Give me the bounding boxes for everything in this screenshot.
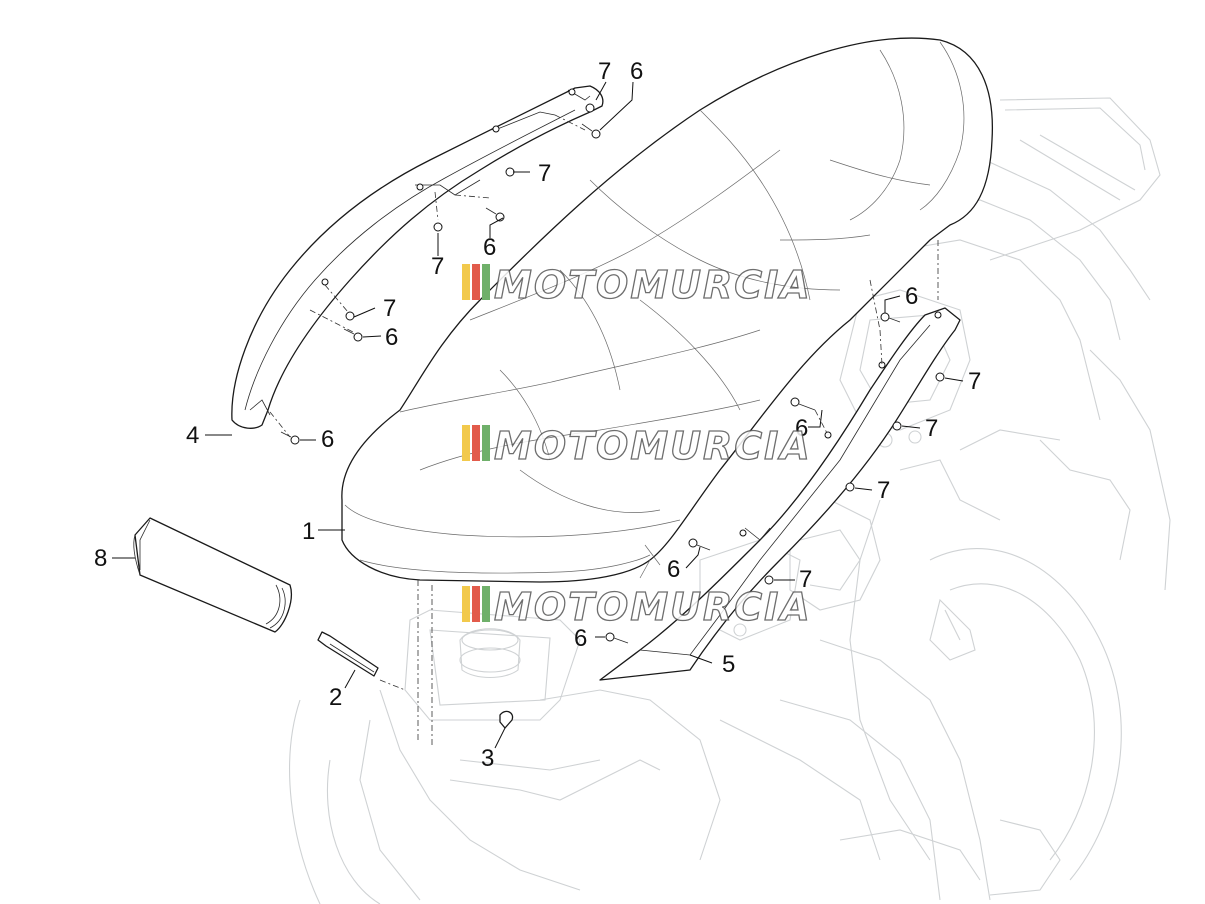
screw-6-icon xyxy=(688,538,711,551)
screw-set xyxy=(280,103,945,644)
callout-6: 6 xyxy=(667,556,680,583)
watermark-text: MOTOMURCIA xyxy=(494,424,812,468)
nut-7-icon xyxy=(845,482,855,492)
watermark-middle: MOTOMURCIA xyxy=(462,423,812,469)
callout-4: 4 xyxy=(186,422,199,449)
watermark-top: MOTOMURCIA xyxy=(462,262,812,308)
nut-7-icon xyxy=(585,103,595,113)
screw-6-icon xyxy=(790,397,816,411)
document-pouch-part-8 xyxy=(133,517,292,633)
watermark-bottom: MOTOMURCIA xyxy=(462,584,812,630)
callout-7: 7 xyxy=(925,415,938,442)
grab-rail-left-part-4 xyxy=(231,85,604,438)
nut-7-icon xyxy=(764,575,774,585)
nut-7-icon xyxy=(935,372,945,382)
callout-6: 6 xyxy=(321,426,334,453)
screw-6-icon xyxy=(343,328,363,342)
leader-lines xyxy=(112,81,964,749)
nut-7-icon xyxy=(505,167,515,177)
callout-7: 7 xyxy=(877,477,890,504)
callout-7: 7 xyxy=(431,253,444,280)
callout-7: 7 xyxy=(968,368,981,395)
callout-labels: 1 2 3 4 5 8 6 6 6 6 6 6 6 6 7 7 7 7 7 7 … xyxy=(94,58,981,772)
screw-6-icon xyxy=(581,123,601,139)
clip-part-3 xyxy=(499,710,514,729)
callout-6: 6 xyxy=(630,58,643,85)
callout-6: 6 xyxy=(905,283,918,310)
nut-7-icon xyxy=(433,222,443,232)
screw-6-icon xyxy=(280,431,300,445)
nut-7-icon xyxy=(345,311,355,321)
callout-6: 6 xyxy=(483,234,496,261)
screw-6-icon xyxy=(605,632,629,644)
grab-rail-right-part-5 xyxy=(599,307,961,681)
callout-5: 5 xyxy=(722,651,735,678)
callout-7: 7 xyxy=(598,58,611,85)
watermark-text: MOTOMURCIA xyxy=(494,263,812,307)
callout-2: 2 xyxy=(329,684,342,711)
nut-7-icon xyxy=(892,421,902,431)
callout-1: 1 xyxy=(302,518,315,545)
callout-7: 7 xyxy=(383,295,396,322)
callout-8: 8 xyxy=(94,545,107,572)
callout-6: 6 xyxy=(385,324,398,351)
callout-3: 3 xyxy=(481,745,494,772)
hinge-pin-part-2 xyxy=(317,631,379,677)
seat-part-1 xyxy=(341,37,994,583)
watermark-text: MOTOMURCIA xyxy=(494,585,812,629)
assembly-lines xyxy=(379,240,939,745)
callout-7: 7 xyxy=(538,160,551,187)
callout-7: 7 xyxy=(799,566,812,593)
callout-6: 6 xyxy=(574,625,587,652)
callout-6: 6 xyxy=(795,415,808,442)
